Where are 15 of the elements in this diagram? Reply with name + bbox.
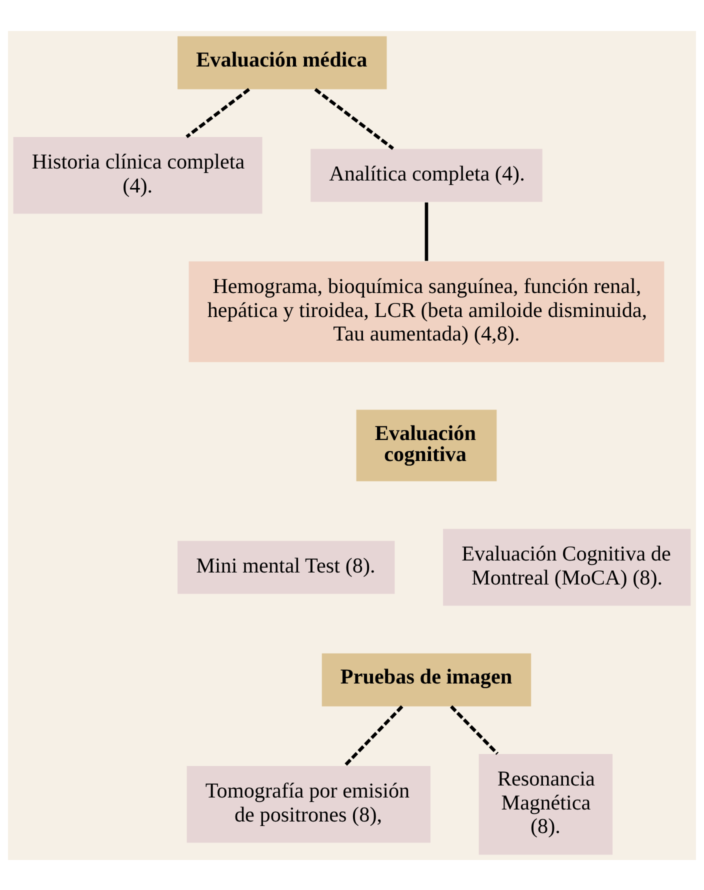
node-box: Evaluación médica	[178, 36, 387, 89]
connector	[424, 202, 428, 260]
node-box: Historia clínica completa (4).	[13, 136, 262, 214]
node-box: Analítica completa (4).	[310, 148, 542, 202]
connector	[314, 88, 394, 150]
node-box: Evaluación Cognitiva de Montreal (MoCA) (8).	[443, 528, 691, 606]
node-box: Mini mental Test (8).	[178, 540, 395, 594]
connector	[186, 88, 250, 138]
connector	[450, 704, 499, 754]
node-box: Tomografía por emisión de positrones (8),	[186, 765, 430, 842]
connector	[343, 704, 404, 766]
node-box: Resonancia Magnética (8).	[478, 754, 613, 854]
node-box: Evaluación cognitiva	[356, 409, 497, 481]
node-box: Hemograma, bioquímica sanguínea, función renal, hepática y tiroidea, LCR (beta amiloide disminuida, Tau aumentada) (4,8).	[188, 260, 664, 362]
node-box: Pruebas de imagen	[322, 652, 532, 706]
